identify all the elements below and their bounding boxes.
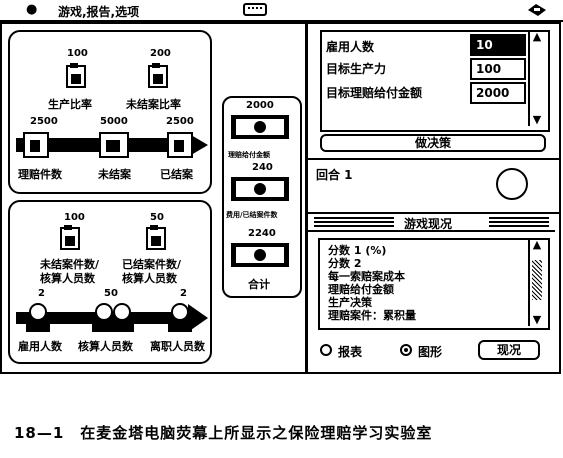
report-radio-label: 报表: [338, 345, 363, 359]
graph-radio[interactable]: [400, 344, 412, 356]
list-item[interactable]: 分数 1 (%): [328, 244, 387, 257]
claims-flow-panel: [8, 30, 212, 194]
status-title: 游戏现况: [404, 217, 453, 231]
settled-per-label-2: 核算人员数: [122, 272, 177, 285]
adjusters-label: 核算人员数: [78, 340, 133, 353]
list-item[interactable]: 理赔给付金额: [328, 283, 394, 296]
settled-per-label: 已结案件数/: [122, 258, 182, 271]
value-2500: 2500: [166, 116, 194, 127]
round-label: 回合 1: [316, 168, 353, 182]
people-arrow: [12, 300, 212, 334]
value-2: 2: [38, 288, 45, 299]
unsettled-per-label: 未结案件数/: [40, 258, 100, 271]
claims-count-label: 理赔件数: [18, 168, 62, 181]
menu-items[interactable]: 游戏,报告,选项: [58, 5, 140, 19]
value-100: 100: [67, 48, 88, 59]
settled-label: 已结案: [160, 168, 193, 181]
status-list[interactable]: [318, 238, 550, 330]
expense-label: 费用/已结案件数: [226, 211, 278, 219]
unsettled-label: 未结案: [98, 168, 131, 181]
scroll-down-icon[interactable]: ▼: [532, 113, 542, 126]
calculator-icon: [146, 224, 166, 250]
status-scrollbar[interactable]: ▲ ▼: [528, 238, 544, 326]
production-ratio-label: 生产比率: [48, 98, 92, 111]
hired-label: 雇用人数: [18, 340, 62, 353]
banknote-icon: [230, 176, 290, 202]
unsettled-ratio-label: 未结案比率: [126, 98, 181, 111]
flow-arrow: [12, 130, 212, 160]
claim-input[interactable]: 2000: [470, 82, 526, 104]
scroll-up-icon[interactable]: ▲: [532, 30, 542, 43]
banknote-icon: [230, 114, 290, 140]
scroll-thumb[interactable]: [532, 260, 542, 300]
menu-bar: ● 游戏,报告,选项: [0, 0, 563, 22]
banknote-icon: [230, 242, 290, 268]
list-item[interactable]: 生产决策: [328, 296, 372, 309]
claim-payment-label: 理赔给付金额: [228, 151, 270, 159]
value-240: 240: [252, 162, 273, 173]
value-2500: 2500: [30, 116, 58, 127]
status-button[interactable]: 现况: [478, 340, 540, 360]
report-radio[interactable]: [320, 344, 332, 356]
value-50: 50: [104, 288, 118, 299]
tool-icon[interactable]: [526, 2, 548, 17]
list-item[interactable]: 分数 2: [328, 257, 362, 270]
staff-panel: [8, 200, 212, 364]
unsettled-per-label-2: 核算人员数: [40, 272, 95, 285]
calculator-icon: [60, 224, 80, 250]
list-item[interactable]: 理赔案件：累积量: [328, 309, 416, 322]
value-5000: 5000: [100, 116, 128, 127]
decision-scrollbar[interactable]: ▲ ▼: [528, 30, 544, 126]
status-titlebar: [308, 214, 555, 232]
target-label: 目标生产力: [326, 62, 387, 76]
figure-caption: 18—1 在麦金塔电脑荧幕上所显示之保险理赔学习实验室: [14, 424, 433, 442]
scroll-up-icon[interactable]: ▲: [532, 238, 542, 251]
decide-button[interactable]: 做决策: [320, 134, 546, 152]
left-label: 离职人员数: [150, 340, 205, 353]
graph-radio-label: 图形: [418, 345, 443, 359]
value-2240: 2240: [248, 228, 276, 239]
target-input[interactable]: 100: [470, 58, 526, 80]
value-200: 200: [150, 48, 171, 59]
apple-icon[interactable]: ●: [26, 2, 38, 17]
value-50: 50: [150, 212, 164, 223]
clock-icon: [496, 168, 528, 200]
hire-input[interactable]: 10: [470, 34, 526, 56]
claim-label: 目标理赔给付金额: [326, 86, 423, 100]
film-strip-icon: [243, 3, 267, 16]
scroll-down-icon[interactable]: ▼: [532, 313, 542, 326]
list-item[interactable]: 每一索赔案成本: [328, 270, 405, 283]
calculator-icon: [148, 62, 168, 88]
value-2000: 2000: [246, 100, 274, 111]
value-100: 100: [64, 212, 85, 223]
total-label: 合计: [248, 278, 270, 291]
value-2: 2: [180, 288, 187, 299]
calculator-icon: [66, 62, 86, 88]
hire-label: 雇用人数: [326, 40, 375, 54]
